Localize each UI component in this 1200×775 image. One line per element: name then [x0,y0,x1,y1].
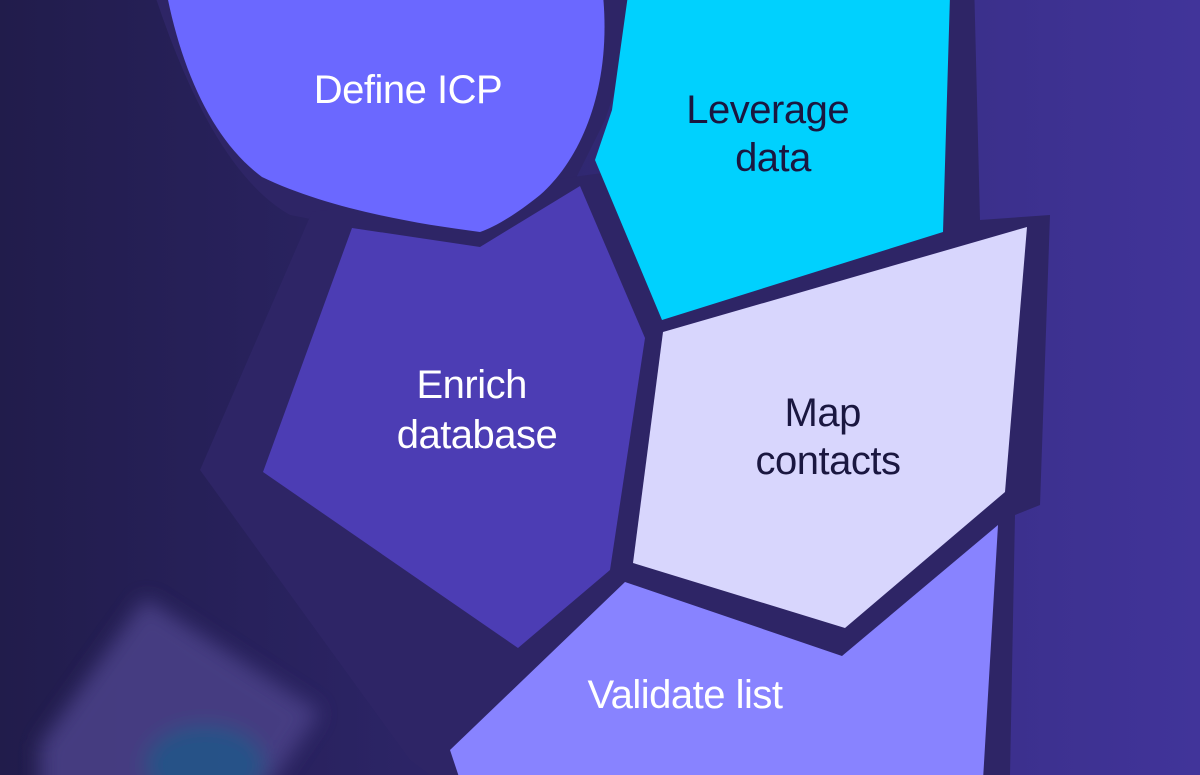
tile-leverage-data[interactable] [595,0,950,320]
label-map-contacts: Map contacts [756,391,901,483]
label-validate-list: Validate list [587,673,782,717]
tile-map-contacts[interactable] [633,227,1027,628]
tile-define-icp[interactable] [167,0,605,232]
tile-enrich-database[interactable] [263,186,645,648]
label-define-icp: Define ICP [314,68,502,112]
label-enrich-database: Enrich database [397,363,558,457]
blurred-decoration [40,598,320,775]
tile-validate-list[interactable] [450,525,998,775]
label-leverage-data: Leverage data [686,88,859,180]
